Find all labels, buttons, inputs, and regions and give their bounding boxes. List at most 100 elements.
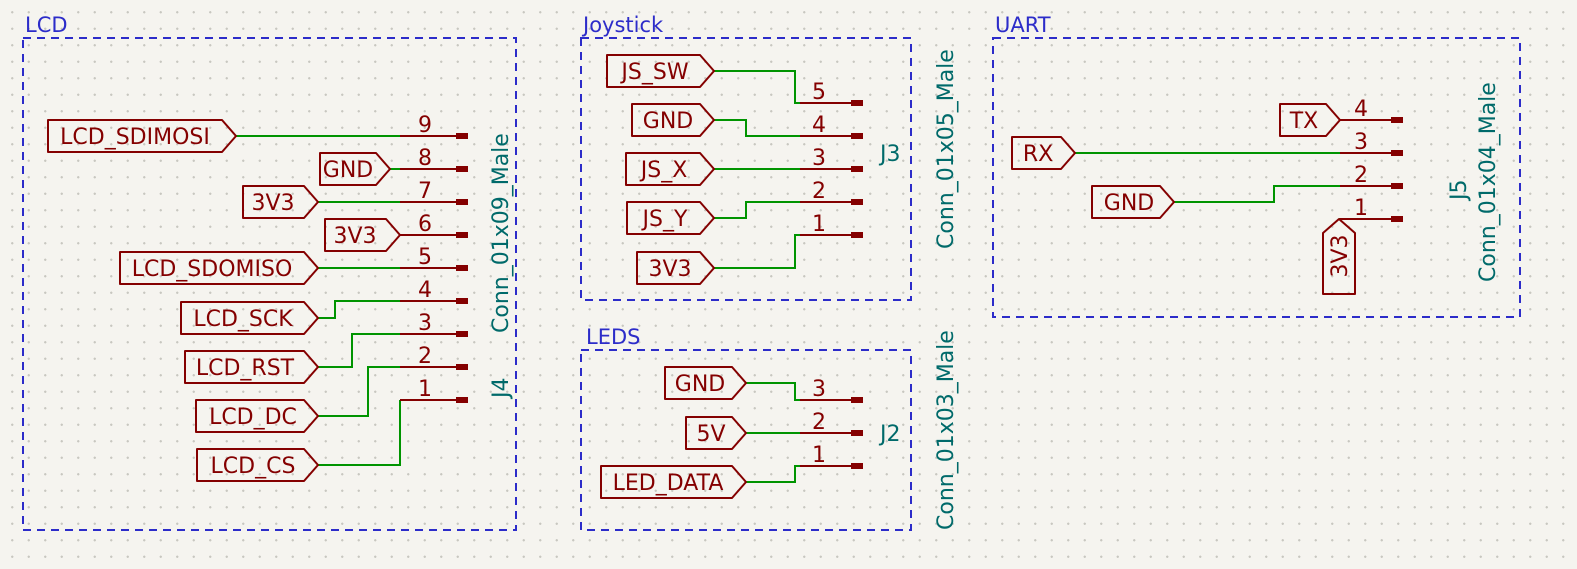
net-label[interactable]: 5V	[685, 416, 747, 450]
net-label[interactable]: LCD_CS	[196, 448, 319, 482]
net-label[interactable]: JS_SW	[606, 54, 715, 88]
net-label-text: 3V3	[333, 224, 376, 249]
net-label-text: 3V3	[251, 191, 294, 216]
j4-pin-number: 6	[418, 212, 432, 237]
joystick-frame	[580, 37, 912, 301]
net-label[interactable]: GND	[631, 103, 715, 137]
j4-pin-8	[400, 166, 468, 172]
j2-pin-1	[800, 463, 863, 469]
j4-pin-3	[400, 331, 468, 337]
net-label[interactable]: 3V3	[1322, 218, 1356, 295]
j4-pin-number: 2	[418, 344, 432, 369]
connector-j5[interactable]: 4 3 2 1 J5 Conn_01x04_Male	[1340, 82, 1501, 282]
j3-pin-number: 5	[812, 80, 826, 105]
net-label-text: LCD_SDIMOSI	[60, 125, 210, 150]
lcd-wire-sck	[318, 300, 400, 319]
j4-pin-7	[400, 199, 468, 205]
j2-pin-number: 2	[812, 410, 826, 435]
j4-pin-number: 1	[418, 377, 432, 402]
net-label[interactable]: LCD_SDOMISO	[119, 251, 319, 285]
connector-j4[interactable]: 9 8 7 6 5 4 3 2 1 Conn_01x09_Male J4	[400, 113, 514, 403]
j4-value-text: Conn_01x09_Male	[489, 133, 514, 333]
net-label[interactable]: 3V3	[636, 251, 715, 285]
joystick-frame-title: Joystick	[581, 13, 664, 37]
net-label[interactable]: GND	[1091, 185, 1175, 219]
j4-pin-number: 9	[418, 113, 432, 138]
net-label-text: LED_DATA	[613, 471, 724, 496]
j3-reference-text: J3	[878, 142, 901, 167]
lcd-frame	[22, 37, 517, 531]
net-label[interactable]: 3V3	[324, 218, 401, 252]
j5-pin-number: 3	[1354, 130, 1368, 155]
connector-j2[interactable]: 3 2 1 J2 Conn_01x03_Male	[800, 330, 959, 530]
net-label[interactable]: 3V3	[242, 185, 319, 219]
j4-pin-9	[400, 133, 468, 139]
net-label-text: TX	[1289, 109, 1319, 134]
net-label-text: LCD_DC	[209, 405, 297, 430]
j2-pin-number: 1	[812, 443, 826, 468]
j4-pin-number: 4	[418, 278, 432, 303]
j3-pin-3	[800, 166, 863, 172]
leds-wire-data	[746, 465, 800, 483]
j4-pin-5	[400, 265, 468, 271]
j5-pin-3	[1340, 150, 1403, 156]
uart-wire-gnd	[1174, 185, 1340, 203]
j2-pin-number: 3	[812, 377, 826, 402]
leds-wire-gnd	[746, 382, 800, 401]
j2-value-text: Conn_01x03_Male	[934, 330, 959, 530]
j3-pin-number: 1	[812, 212, 826, 237]
j3-pin-5	[800, 100, 863, 106]
lcd-frame-title: LCD	[25, 13, 68, 37]
joystick-wire-gnd	[714, 119, 800, 137]
net-label[interactable]: JS_Y	[626, 201, 715, 235]
j5-pin-2	[1340, 183, 1403, 189]
net-label[interactable]: TX	[1279, 103, 1341, 137]
j5-pin-number: 2	[1354, 163, 1368, 188]
joystick-section: Joystick 5 4 3 2 1 J3 Conn_01x05_Male JS…	[580, 13, 959, 301]
net-label[interactable]: LCD_SDIMOSI	[47, 119, 237, 153]
net-label-text: LCD_RST	[196, 356, 295, 381]
uart-frame-title: UART	[995, 13, 1051, 37]
j3-pin-number: 3	[812, 146, 826, 171]
j5-reference-text: J5	[1447, 180, 1472, 203]
net-label[interactable]: LCD_DC	[195, 399, 319, 433]
net-label-text: LCD_SCK	[193, 307, 293, 332]
j3-value-text: Conn_01x05_Male	[934, 49, 959, 249]
j3-pin-number: 2	[812, 179, 826, 204]
j4-pin-6	[400, 232, 468, 238]
net-label[interactable]: GND	[664, 366, 747, 400]
net-label-text: 3V3	[1328, 234, 1353, 277]
leds-section: LEDS 3 2 1 J2 Conn_01x03_Male GND 5V LED…	[580, 325, 959, 531]
j5-pin-number: 1	[1354, 196, 1368, 221]
net-label-text: GND	[643, 109, 693, 134]
j3-pin-1	[800, 232, 863, 238]
joystick-wire-y	[714, 201, 800, 219]
net-label-text: GND	[1104, 191, 1154, 216]
leds-frame-title: LEDS	[586, 325, 640, 349]
net-label[interactable]: GND	[319, 152, 391, 186]
net-label[interactable]: JS_X	[625, 152, 715, 186]
net-label-text: JS_SW	[619, 60, 688, 85]
net-label-text: 5V	[696, 422, 725, 447]
j4-pin-number: 7	[418, 179, 432, 204]
j4-pin-4	[400, 298, 468, 304]
j2-reference-text: J2	[878, 422, 901, 447]
connector-j3[interactable]: 5 4 3 2 1 J3 Conn_01x05_Male	[800, 49, 959, 249]
j4-pin-number: 8	[418, 146, 432, 171]
net-label-text: LCD_CS	[211, 454, 296, 479]
lcd-wire-cs	[318, 400, 401, 466]
uart-section: UART 4 3 2 1 J5 Conn_01x04_Male TX RX GN…	[992, 13, 1521, 318]
j3-pin-4	[800, 133, 863, 139]
lcd-wire-dc	[318, 366, 400, 417]
j4-reference-text: J4	[489, 378, 514, 401]
net-label-text: GND	[323, 158, 373, 183]
net-label-text: JS_Y	[641, 207, 688, 232]
net-label[interactable]: LCD_SCK	[180, 301, 319, 335]
net-label[interactable]: LED_DATA	[600, 465, 747, 499]
net-label[interactable]: LCD_RST	[184, 350, 319, 384]
net-label-text: JS_X	[639, 158, 688, 183]
j3-pin-2	[800, 199, 863, 205]
net-label[interactable]: RX	[1011, 136, 1076, 170]
j4-pin-number: 5	[418, 245, 432, 270]
